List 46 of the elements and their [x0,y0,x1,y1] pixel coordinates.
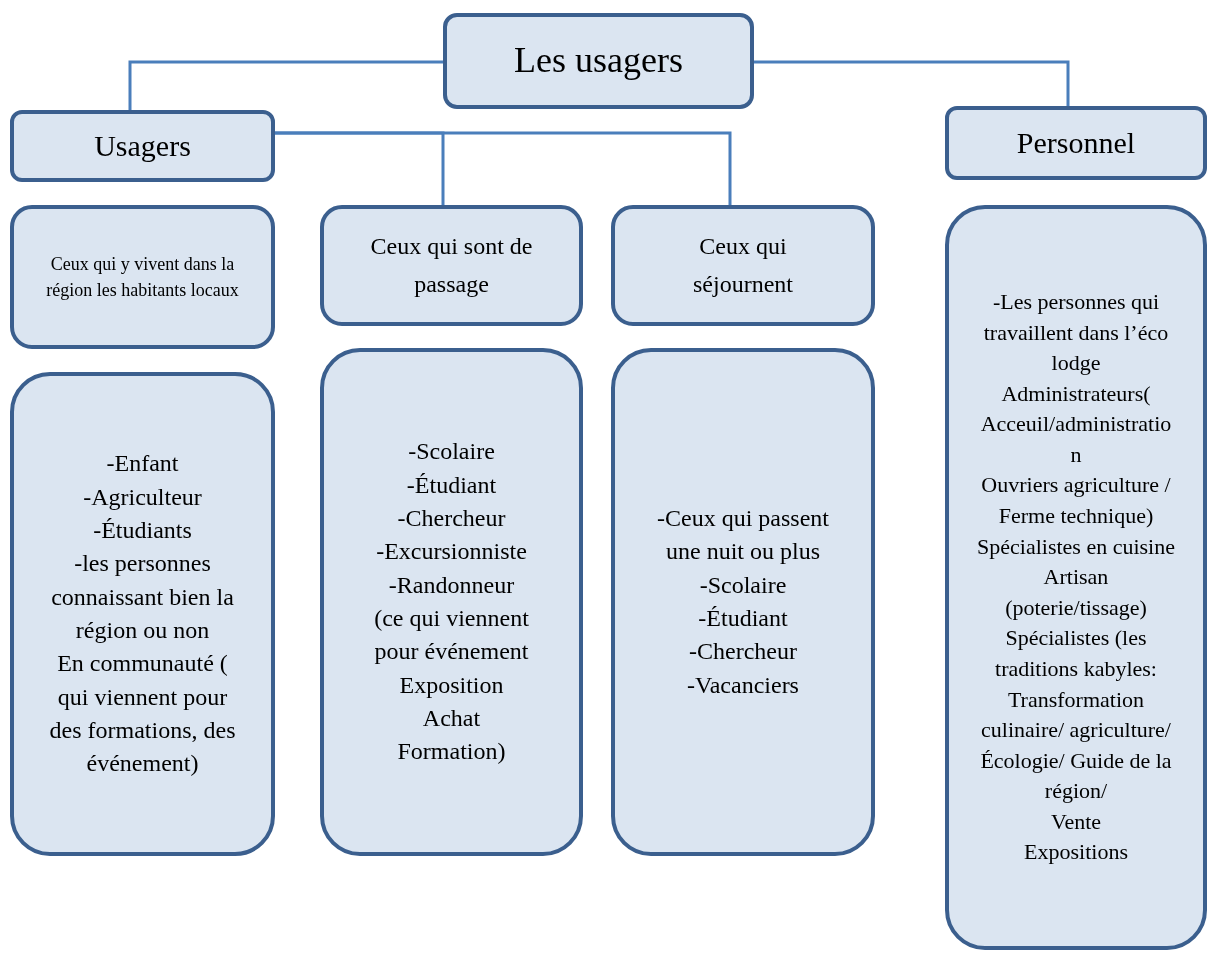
rounded-box [10,205,275,349]
rounded-box [10,372,275,856]
list-item: -Chercheur [397,503,506,533]
list-item: -Scolaire [699,570,787,600]
list-item: Formation) [397,737,506,767]
list-item: Vente [1050,807,1102,836]
list-item: -Excursionniste [376,537,527,567]
category-box [10,110,275,182]
list-item: Achat [422,704,481,734]
list-item: Artisan (poterie/tissage) [1004,563,1148,622]
list-item: -Agriculteur [83,482,202,512]
list-item: Expositions [1024,838,1128,867]
box-label: Ceux qui y vivent dans la région les habitants locaux [45,252,240,302]
box-label: Les usagers [514,39,683,83]
list-item: (ce qui viennent pour événement [373,604,530,667]
list-item: -Chercheur [689,637,797,667]
list-item: En communauté ( qui viennent pour des formations, des événement) [48,649,237,779]
list-item: Spécialistes (les traditions kabyles: Transformation culinaire/ agriculture/ Écologie/ Guide de la région/ [979,624,1173,806]
list-item: -les personnes connaissant bien la région ou non [50,549,235,645]
list-item: -Étudiants [93,515,192,545]
rounded-box [611,348,875,856]
rounded-box [611,205,875,326]
box-label: Ceux qui séjournent [692,232,794,299]
connector-line [128,60,443,110]
connector-line [754,60,1070,106]
list-item: -Randonneur [388,570,515,600]
rounded-box [320,205,583,326]
category-box [945,106,1207,180]
list-item: -Vacanciers [687,670,799,700]
list-item: Administrateurs( Acceuil/administration [979,379,1173,469]
box-label: Usagers [94,128,191,164]
rounded-box [945,205,1207,950]
list-item: Exposition [399,670,504,700]
category-box [443,13,754,109]
list-item: -Ceux qui passent une nuit ou plus [656,503,830,567]
connector-line [275,131,732,205]
box-label: Personnel [1016,125,1136,161]
list-item: -Scolaire [408,437,495,467]
rounded-box [320,348,583,856]
list-item: -Enfant [106,449,179,479]
list-item: -Les personnes qui travaillent dans l’éco lodge [982,288,1170,378]
list-item: Spécialistes en cuisine [977,532,1175,561]
list-item: -Étudiant [698,604,788,633]
list-item: -Étudiant [406,470,497,500]
list-item: Ouvriers agriculture / Ferme technique) [980,471,1172,531]
box-label: Ceux qui sont de passage [369,232,534,299]
